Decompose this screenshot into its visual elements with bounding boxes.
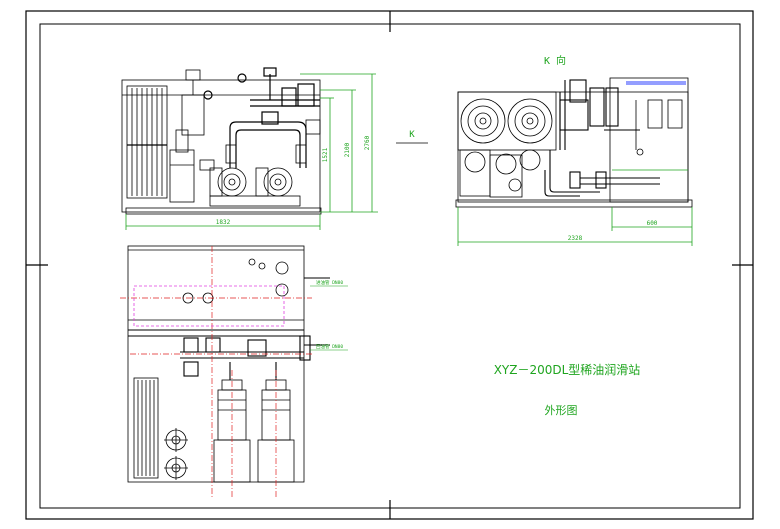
dim-width-side-part: 600 (647, 220, 658, 227)
callout-lower: 回油管 DN80 (316, 343, 343, 350)
fan-right (507, 98, 553, 144)
dim-width-front: 1832 (216, 219, 231, 226)
front-tank (121, 79, 321, 213)
plan-pump-motors (213, 379, 295, 483)
plan-holes (182, 258, 289, 304)
side-base (455, 199, 693, 208)
drawing-title: XYZ－200DL型稀油润滑站 (494, 363, 641, 377)
drawing-subtitle: 外形图 (545, 404, 578, 417)
motor-side (459, 149, 541, 198)
plan-cooler (133, 377, 159, 479)
side-blue-line (626, 81, 686, 85)
piping-side (544, 79, 660, 197)
callout-upper: 进油管 DN80 (316, 279, 343, 286)
side-cabinet (609, 77, 689, 203)
plan-fan-guards (164, 428, 188, 480)
plan-pink-highlight (133, 285, 285, 327)
front-dimensions (125, 73, 378, 230)
side-view (455, 77, 693, 208)
side-tank (457, 91, 689, 203)
k-marker: K (409, 130, 415, 140)
dim-width-side: 2328 (568, 235, 583, 242)
side-dimensions (457, 169, 693, 246)
view-label: K 向 (544, 54, 566, 67)
center-marks (26, 11, 753, 519)
dim-height-1: 1521 (322, 147, 329, 162)
valve-group-front (199, 119, 321, 171)
plan-center-lines (120, 246, 312, 498)
filters-side (635, 99, 683, 156)
front-view (121, 67, 322, 215)
front-base (125, 207, 322, 215)
piping-front (203, 67, 320, 168)
plan-piping (128, 277, 330, 380)
inner-frame (39, 23, 741, 509)
dim-height-2: 2100 (344, 142, 351, 157)
fan-left (460, 98, 506, 144)
cooler-side (457, 91, 557, 151)
outer-frame (25, 10, 754, 520)
pump-motor-front (209, 167, 301, 207)
plan-view (127, 245, 330, 483)
dim-height-3: 2760 (364, 135, 371, 150)
callout-lines (310, 285, 348, 351)
cooler-left (126, 85, 168, 199)
filter-housing (169, 69, 205, 203)
